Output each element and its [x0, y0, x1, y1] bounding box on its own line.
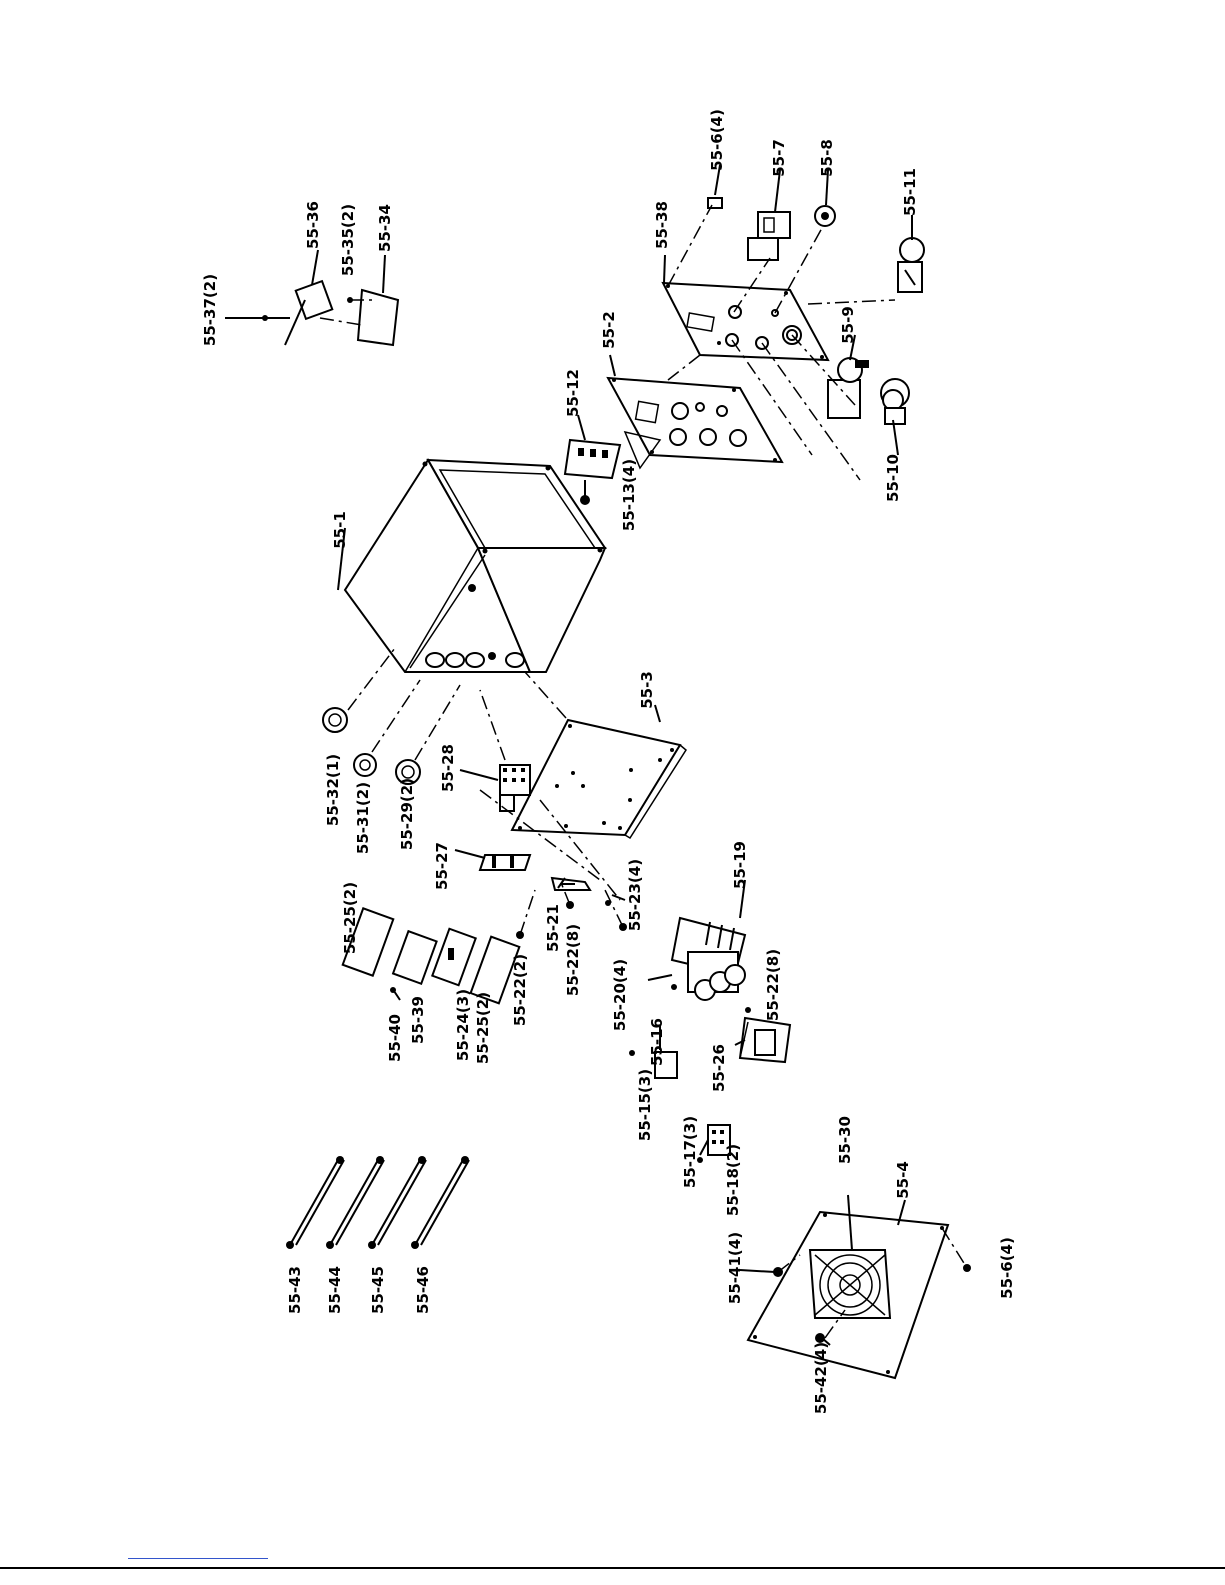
label-55-20: 55-20(4) — [611, 959, 629, 1031]
label-55-22-b: 55-22(8) — [764, 949, 782, 1021]
label-55-29: 55-29(2) — [398, 778, 416, 850]
label-55-4: 55-4 — [894, 1161, 912, 1199]
label-55-12: 55-12 — [564, 369, 582, 417]
label-55-30: 55-30 — [836, 1116, 854, 1164]
label-55-19: 55-19 — [731, 841, 749, 889]
relay — [499, 764, 531, 812]
terminal-covers — [341, 907, 521, 1005]
label-55-28: 55-28 — [439, 744, 457, 792]
label-55-41: 55-41(4) — [726, 1232, 744, 1304]
leader-lines — [311, 164, 913, 1346]
label-55-25-a: 55-25(2) — [474, 992, 492, 1064]
label-55-21: 55-21 — [544, 904, 562, 952]
label-55-26: 55-26 — [710, 1044, 728, 1092]
cable-harnesses — [286, 1156, 470, 1249]
selector-switch — [827, 357, 910, 425]
label-55-3: 55-3 — [638, 671, 656, 709]
enclosure-body — [343, 458, 607, 673]
label-55-22-a: 55-22(8) — [564, 924, 582, 996]
label-55-42: 55-42(4) — [812, 1342, 830, 1414]
label-55-11: 55-11 — [901, 168, 919, 216]
label-55-45: 55-45 — [369, 1266, 387, 1314]
label-55-9: 55-9 — [839, 306, 857, 344]
back-panel — [746, 1210, 950, 1380]
label-55-6-bottom: 55-6(4) — [998, 1237, 1016, 1299]
footer-divider — [0, 1567, 1225, 1569]
label-55-36: 55-36 — [304, 201, 322, 249]
label-55-34: 55-34 — [376, 204, 394, 252]
rocker-switch — [707, 197, 836, 261]
label-55-15: 55-15(3) — [636, 1069, 654, 1141]
part-labels: 55-1 55-2 55-3 55-4 55-6(4) 55-6(4) 55-7… — [201, 109, 1016, 1414]
connectors — [654, 1051, 731, 1156]
control-panel — [661, 281, 830, 362]
mounting-plate — [510, 718, 687, 840]
label-55-39: 55-39 — [409, 996, 427, 1044]
label-55-8: 55-8 — [818, 139, 836, 177]
label-55-13: 55-13(4) — [620, 459, 638, 531]
terminal-block — [563, 430, 662, 505]
label-55-16: 55-16 — [648, 1018, 666, 1066]
label-55-31: 55-31(2) — [354, 782, 372, 854]
label-55-18: 55-18(2) — [724, 1144, 742, 1216]
label-55-27: 55-27 — [433, 842, 451, 890]
label-55-35: 55-35(2) — [339, 204, 357, 276]
label-55-1: 55-1 — [331, 511, 349, 549]
label-55-7: 55-7 — [770, 139, 788, 177]
emergency-stop-button — [897, 237, 925, 293]
label-55-40: 55-40 — [386, 1014, 404, 1062]
small-bracket — [550, 876, 592, 891]
footer-link-underline — [128, 1558, 268, 1559]
label-55-23: 55-23(4) — [626, 859, 644, 931]
label-55-22-c: 55-22(2) — [511, 954, 529, 1026]
plc-module — [670, 916, 747, 1001]
transformer — [738, 1007, 792, 1064]
din-rail — [478, 854, 532, 871]
label-55-38: 55-38 — [653, 201, 671, 249]
label-55-17: 55-17(3) — [681, 1116, 699, 1188]
cable-glands — [322, 707, 421, 785]
label-55-43: 55-43 — [286, 1266, 304, 1314]
label-55-2: 55-2 — [600, 311, 618, 349]
label-55-37: 55-37(2) — [201, 274, 219, 346]
proximity-sensor — [225, 279, 400, 347]
label-55-10: 55-10 — [884, 454, 902, 502]
assembly-lines — [319, 204, 968, 1339]
label-55-25-b: 55-25(2) — [341, 882, 359, 954]
front-panel — [606, 376, 784, 464]
label-55-6-top: 55-6(4) — [708, 109, 726, 171]
label-55-44: 55-44 — [326, 1266, 344, 1314]
label-55-46: 55-46 — [414, 1266, 432, 1314]
label-55-24: 55-24(3) — [454, 989, 472, 1061]
label-55-32: 55-32(1) — [324, 754, 342, 826]
